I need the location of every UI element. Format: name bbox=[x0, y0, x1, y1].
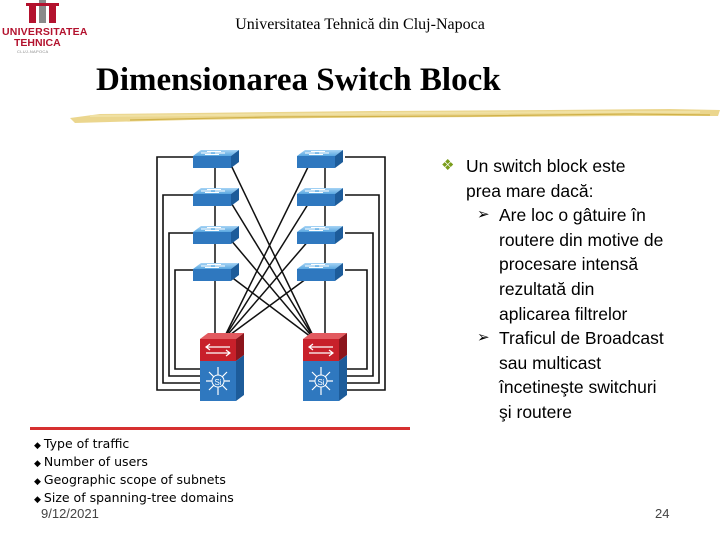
slide-title: Dimensionarea Switch Block bbox=[96, 62, 501, 98]
main-bullet: ❖ Un switch block este prea mare dacă: bbox=[441, 156, 626, 201]
switch-icon bbox=[297, 263, 343, 281]
switch-icon bbox=[297, 150, 343, 168]
divider-line bbox=[30, 427, 410, 430]
list-item: ◆Geographic scope of subnets bbox=[34, 472, 226, 487]
switch-block-diagram: Si Si bbox=[156, 150, 386, 401]
arrow-bullet-icon: ➢ bbox=[477, 329, 490, 347]
sub-bullet: ➢ Are loc o gâtuire în routere din motiv… bbox=[477, 205, 664, 324]
list-item: ◆Number of users bbox=[34, 454, 148, 469]
outer-cables bbox=[156, 156, 386, 391]
list-item: ◆Type of traffic bbox=[34, 436, 130, 451]
bullet-diamond-icon: ◆ bbox=[34, 495, 41, 505]
university-logo: UNIVERSITATEA TEHNICA CLUJ-NAPOCA bbox=[0, 0, 100, 60]
switch-icon bbox=[193, 150, 239, 168]
slide-body: ❖ Un switch block este prea mare dacă: ➢… bbox=[441, 154, 716, 425]
logo-line-1: UNIVERSITATEA bbox=[2, 26, 88, 38]
bullet-diamond-icon: ◆ bbox=[34, 459, 41, 469]
switch-icon bbox=[297, 226, 343, 244]
list-item: ◆Size of spanning-tree domains bbox=[34, 490, 234, 505]
bullet-diamond-icon: ◆ bbox=[34, 477, 41, 487]
logo-emblem bbox=[26, 0, 59, 23]
access-switches-left bbox=[193, 150, 239, 281]
logo-small-text: CLUJ-NAPOCA bbox=[17, 49, 49, 54]
arrow-bullet-icon: ➢ bbox=[477, 206, 490, 224]
university-name: Universitatea Tehnică din Cluj-Napoca bbox=[235, 16, 485, 33]
logo-line-2: TEHNICA bbox=[14, 37, 61, 49]
switch-icon bbox=[193, 188, 239, 206]
router-label-right: Si bbox=[317, 378, 324, 387]
switch-icon bbox=[193, 226, 239, 244]
footer-date: 9/12/2021 bbox=[41, 506, 99, 521]
multilayer-switch-left bbox=[200, 333, 244, 401]
page-number: 24 bbox=[655, 506, 670, 521]
bullet-diamond-icon: ◆ bbox=[34, 441, 41, 451]
sub-bullet: ➢ Traficul de Broadcast sau multicast în… bbox=[477, 328, 664, 422]
multilayer-switch-right bbox=[303, 333, 347, 401]
switch-icon bbox=[193, 263, 239, 281]
switch-icon bbox=[297, 188, 343, 206]
title-underline bbox=[70, 109, 720, 123]
diamond-bullet-icon: ❖ bbox=[441, 157, 455, 174]
access-switches-right bbox=[297, 150, 343, 281]
cross-cables bbox=[214, 162, 326, 341]
factor-list: ◆Type of traffic ◆Number of users ◆Geogr… bbox=[34, 436, 234, 508]
router-label-left: Si bbox=[214, 378, 221, 387]
